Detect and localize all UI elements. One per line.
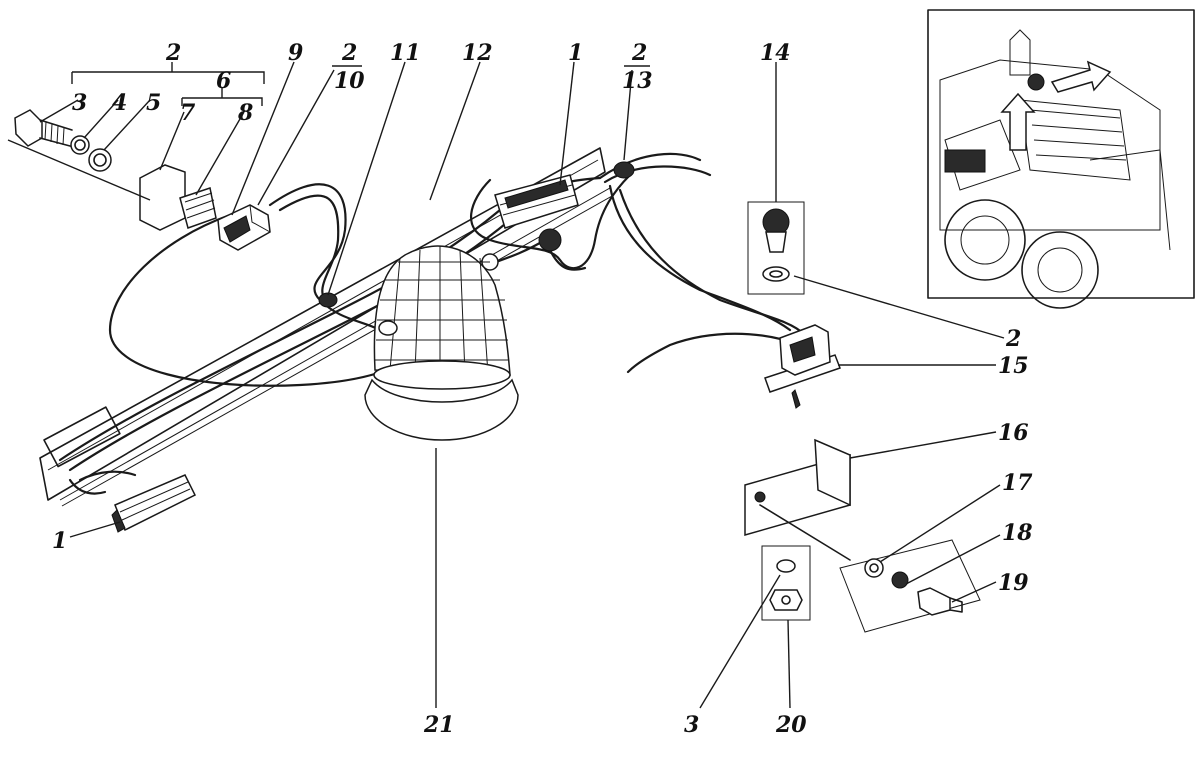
callout-7: 7 xyxy=(180,100,196,126)
callout-12: 12 xyxy=(462,40,493,66)
bolt-14-set xyxy=(747,201,805,295)
callout-15: 15 xyxy=(998,353,1029,379)
connector-9-10 xyxy=(217,204,271,251)
callout-2-group: 2 xyxy=(165,40,181,66)
callout-20: 20 xyxy=(775,712,807,738)
callout-11: 11 xyxy=(390,40,421,66)
locator-inset xyxy=(927,9,1195,309)
relay xyxy=(764,324,841,409)
callout-21: 21 xyxy=(423,712,455,738)
callout-14: 14 xyxy=(760,40,791,66)
callout-4: 4 xyxy=(112,90,127,116)
callout-2-over-10: 2 xyxy=(341,40,357,66)
callout-18: 18 xyxy=(1002,520,1033,546)
callout-1-left: 1 xyxy=(52,528,67,554)
cable-clamp-13 xyxy=(613,161,635,179)
callout-17: 17 xyxy=(1002,470,1033,496)
callout-1-top: 1 xyxy=(568,40,583,66)
callout-16: 16 xyxy=(998,420,1029,446)
callout-3: 3 xyxy=(72,90,87,116)
callout-10: 10 xyxy=(334,68,365,94)
grommet xyxy=(481,228,562,271)
callout-5: 5 xyxy=(146,90,161,116)
callout-6: 6 xyxy=(216,68,231,94)
callout-2-right: 2 xyxy=(1005,326,1021,352)
leader-lines xyxy=(39,61,1005,709)
bracket-16-set xyxy=(744,438,981,633)
bolt-washer-set xyxy=(7,109,217,231)
cable-clamp-11 xyxy=(318,292,338,308)
callout-labels: 2 3 4 5 6 7 8 9 2 10 11 12 1 2 13 14 2 1… xyxy=(52,40,1033,738)
callout-19: 19 xyxy=(998,570,1029,596)
callout-3-bottom: 3 xyxy=(684,712,699,738)
callout-2-over-13: 2 xyxy=(631,40,647,66)
callout-13: 13 xyxy=(622,68,653,94)
connector-block-left xyxy=(111,474,197,533)
callout-8: 8 xyxy=(237,100,253,126)
callout-9: 9 xyxy=(288,40,303,66)
beacon-lamp xyxy=(364,245,519,441)
connector-block-top xyxy=(494,174,579,229)
